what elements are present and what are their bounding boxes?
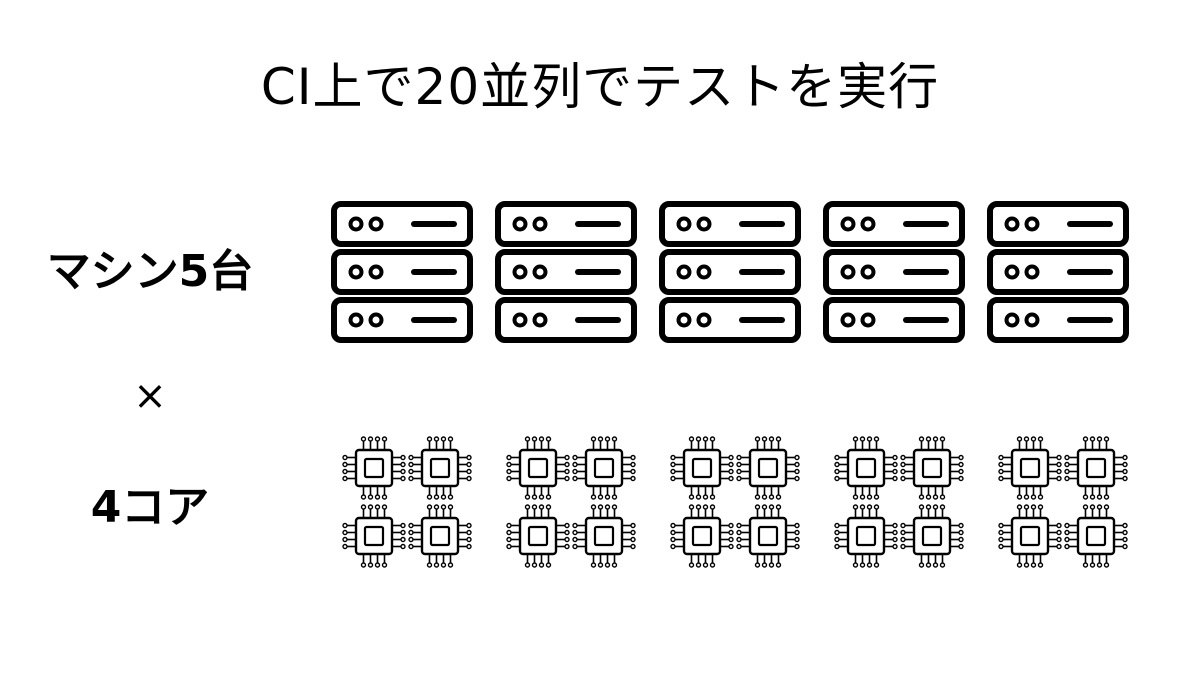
server-rack-icon — [986, 200, 1130, 346]
multiply-sign: × — [133, 373, 167, 419]
cores-label: 4コア — [90, 482, 210, 533]
cpu-chip-icon — [332, 432, 482, 572]
cpu-chip-icon — [496, 432, 646, 572]
cpu-chip-icon — [988, 432, 1138, 572]
slide-title: CI上で20並列でテストを実行 — [260, 58, 940, 116]
server-rack-icon — [494, 200, 638, 346]
server-rack-icon — [822, 200, 966, 346]
machines-label: マシン5台 — [46, 246, 254, 297]
server-rack-icon — [658, 200, 802, 346]
cpu-chip-icon — [660, 432, 810, 572]
server-rack-icon — [330, 200, 474, 346]
cpu-chip-icon — [824, 432, 974, 572]
